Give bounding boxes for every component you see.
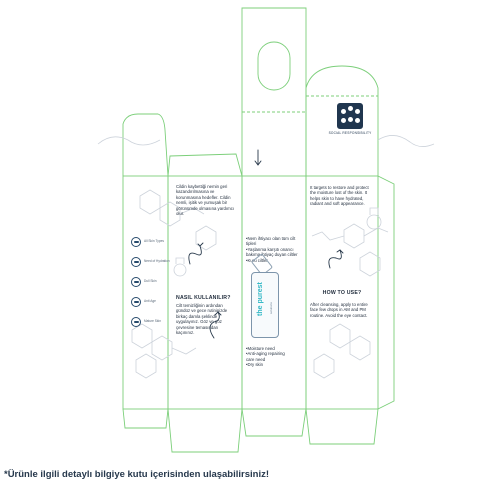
feature-item: Anti Age <box>131 292 171 312</box>
chemistry-pattern <box>97 135 435 379</box>
feature-label: All Skin Types <box>144 239 164 244</box>
brand-logo: the purest <box>257 282 264 316</box>
footnote: *Ürünle ilgili detaylı bilgiye kutu içer… <box>4 469 270 480</box>
front-description-en: It targets to restore and protect the mo… <box>310 185 369 207</box>
howto-heading-en: HOW TO USE? <box>322 290 362 296</box>
social-responsibility-label: SOCIAL RESPONSIBILITY <box>328 131 372 135</box>
feature-label: Dull Skin <box>144 279 157 284</box>
social-responsibility-badge: SOCIAL RESPONSIBILITY <box>322 103 378 135</box>
front-panel-en <box>305 175 379 410</box>
front-description-tr: Cildin kaybettiği nemin geri kazandırılm… <box>176 184 235 217</box>
people-icon <box>337 103 363 129</box>
skin-type-list-en: •Moisture need •Anti-aging repairing car… <box>246 346 285 368</box>
feature-item: Mature Skin <box>131 312 171 332</box>
howto-heading-tr: NASIL KULLANILIR? <box>176 295 231 301</box>
all-skin-types-icon <box>131 237 141 247</box>
dull-skin-icon <box>131 277 141 287</box>
feature-item: All Skin Types <box>131 232 171 252</box>
feature-item: Dull Skin <box>131 272 171 292</box>
decor-arrow-1 <box>188 245 202 265</box>
feature-label: Need of Hydration <box>144 259 170 264</box>
product-bottle: the purest solutions <box>249 253 281 338</box>
decor-arrow-3 <box>328 249 342 269</box>
howto-text-tr: Cilt temizliğinin ardından gündüz ve gec… <box>176 303 228 336</box>
anti-age-icon <box>131 297 141 307</box>
howto-text-en: After cleansing, apply to entire face fe… <box>310 302 368 318</box>
feature-label: Mature Skin <box>144 319 162 324</box>
feature-list: All Skin Types Need of Hydration Dull Sk… <box>131 232 171 332</box>
mature-skin-icon <box>131 317 141 327</box>
decor-arrow-2 <box>209 311 220 339</box>
feature-item: Need of Hydration <box>131 252 171 272</box>
hydration-icon <box>131 257 141 267</box>
brand-sub: solutions <box>269 302 273 314</box>
skin-type-list-tr: •Nem ihtiyacı olan tüm cilt tipleri •Yaş… <box>246 236 298 263</box>
bottle-body <box>251 272 279 338</box>
feature-label: Anti Age <box>144 299 156 304</box>
